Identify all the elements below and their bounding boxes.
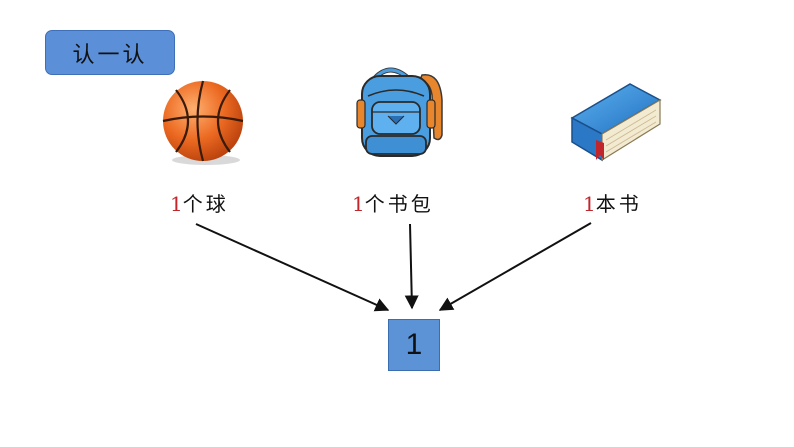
backpack-label: 1个书包 — [352, 188, 434, 217]
backpack-icon — [356, 67, 443, 157]
backpack-count: 1 — [352, 192, 365, 216]
book-label: 1本书 — [583, 188, 642, 217]
book-count: 1 — [583, 192, 596, 216]
ball-text: 个球 — [182, 192, 229, 216]
book-text: 本书 — [595, 192, 642, 216]
arrow-from-book — [438, 222, 592, 311]
book-icon — [570, 83, 662, 162]
arrow-from-ball — [195, 223, 390, 312]
result-number-box: 1 — [388, 319, 440, 371]
ball-label: 1个球 — [170, 188, 229, 217]
ball-count: 1 — [170, 192, 183, 216]
basketball-icon — [162, 80, 244, 165]
arrow-from-bag — [404, 223, 419, 310]
title-badge: 认一认 — [45, 30, 175, 75]
backpack-text: 个书包 — [364, 192, 434, 216]
